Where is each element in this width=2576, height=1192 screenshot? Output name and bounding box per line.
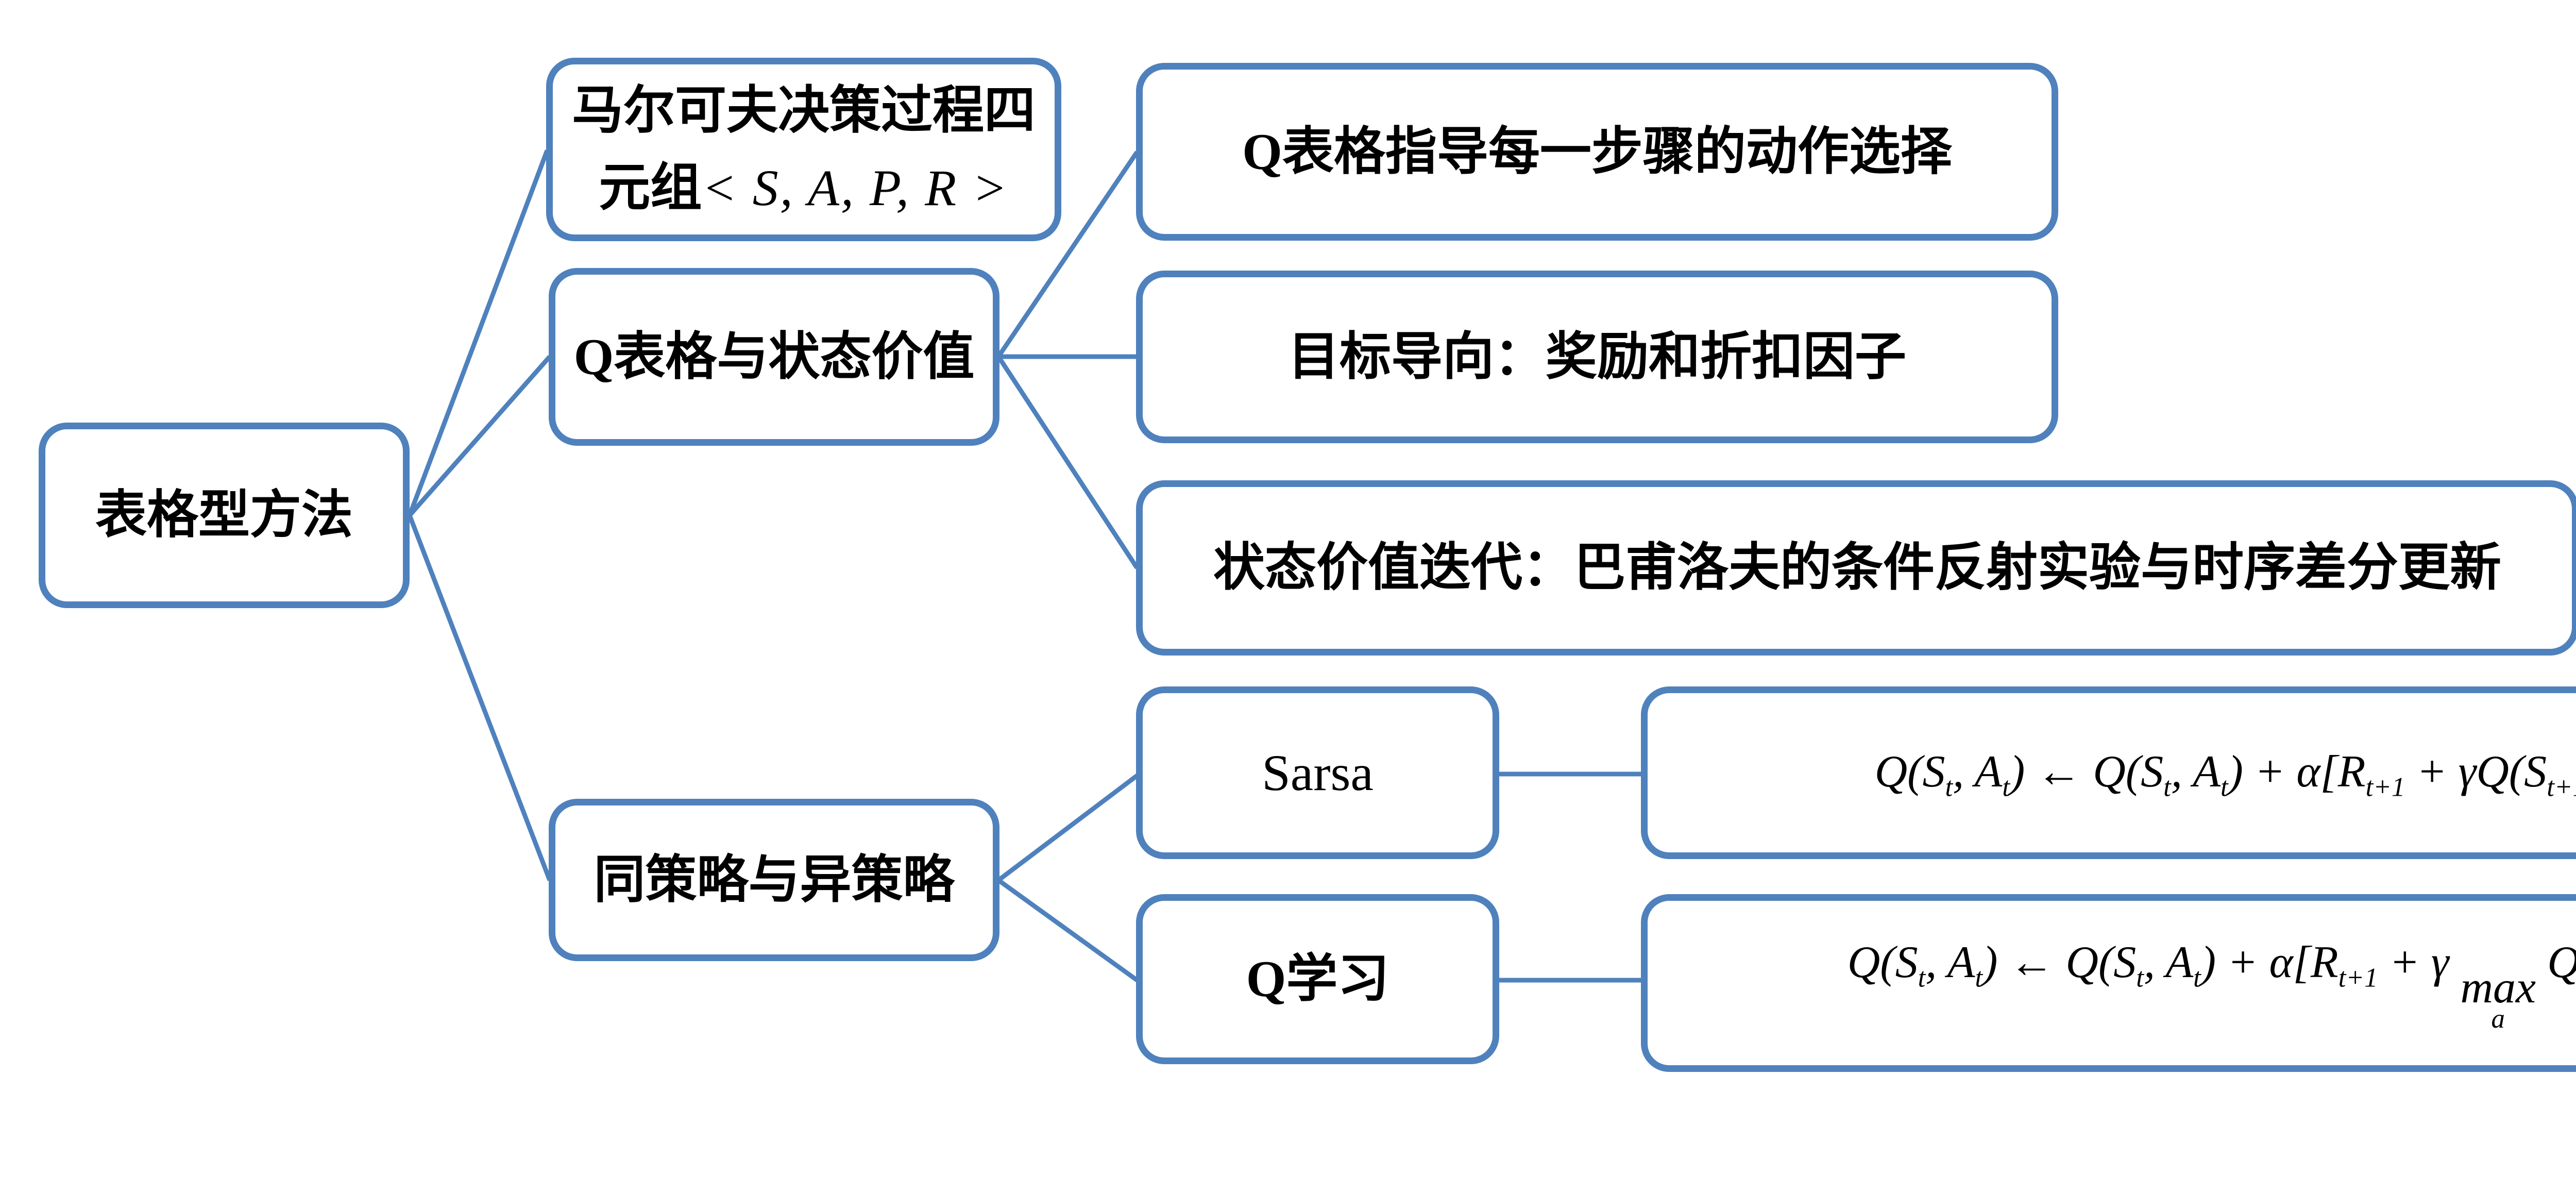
action-selection-label: Q表格指导每一步骤的动作选择	[1242, 123, 1952, 180]
connector-root-qtable	[408, 355, 552, 517]
node-on-off-policy: 同策略与异策略	[549, 799, 999, 961]
connector-root-mdp	[407, 149, 550, 516]
connector-root-policy	[407, 514, 552, 881]
node-action-selection: Q表格指导每一步骤的动作选择	[1136, 63, 2058, 241]
node-sarsa: Sarsa	[1136, 686, 1499, 859]
on-off-policy-label: 同策略与异策略	[594, 851, 955, 909]
mdp-line1: 马尔可夫决策过程四	[572, 82, 1036, 139]
node-sarsa-update-formula: Q(St, At) ← Q(St, At) + α[Rt+1 + γQ(St+1…	[1641, 686, 2576, 859]
node-qlearning: Q学习	[1136, 894, 1499, 1064]
tabular-methods-label: 表格型方法	[95, 486, 353, 544]
node-mdp-tuple: 马尔可夫决策过程四 元组< S, A, P, R >	[546, 58, 1061, 241]
node-tabular-methods: 表格型方法	[39, 423, 410, 608]
mdp-line2-prefix: 元组	[599, 159, 702, 216]
node-qtable-state-value: Q表格与状态价值	[549, 268, 999, 446]
value-iteration-label: 状态价值迭代：巴甫洛夫的条件反射实验与时序差分更新	[1213, 539, 2501, 596]
mdp-tuple-label: 马尔可夫决策过程四 元组< S, A, P, R >	[572, 72, 1036, 227]
sarsa-label: Sarsa	[1262, 744, 1374, 801]
qlearning-label: Q学习	[1246, 950, 1389, 1008]
sarsa-update-formula-text: Q(St, At) ← Q(St, At) + α[Rt+1 + γQ(St+1…	[1874, 746, 2576, 802]
connector-policy-qlearning	[997, 878, 1139, 982]
node-value-iteration: 状态价值迭代：巴甫洛夫的条件反射实验与时序差分更新	[1136, 480, 2576, 656]
mdp-tuple-math: < S, A, P, R >	[702, 159, 1009, 216]
node-goal-oriented: 目标导向：奖励和折扣因子	[1136, 271, 2058, 443]
connector-qtable-action	[996, 150, 1139, 358]
goal-oriented-label: 目标导向：奖励和折扣因子	[1288, 328, 1906, 385]
connector-qtable-value	[996, 355, 1139, 569]
connector-policy-sarsa	[997, 774, 1139, 882]
qtable-state-value-label: Q表格与状态价值	[573, 328, 975, 385]
